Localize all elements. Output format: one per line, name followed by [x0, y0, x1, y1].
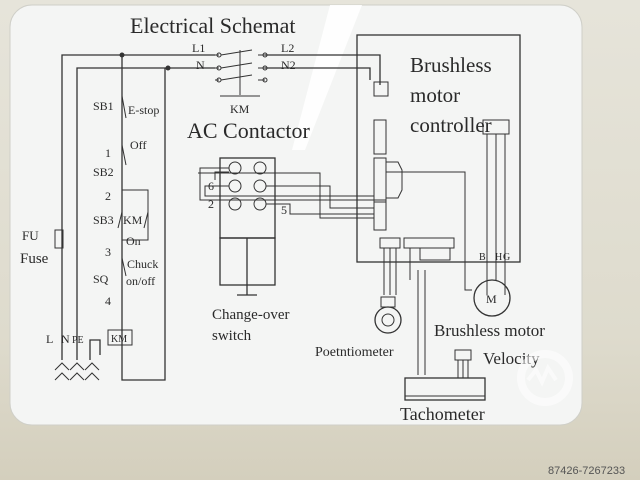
n2-label: N2 — [281, 58, 296, 72]
sb1-label: SB1 — [93, 99, 114, 113]
potentiometer-label: Poetntiometer — [315, 345, 394, 360]
n-label: N — [196, 58, 205, 72]
title: Electrical Schemat — [130, 13, 296, 38]
watermark-gear-icon — [517, 350, 573, 406]
wiring — [54, 49, 381, 381]
terminal-h: H — [495, 252, 502, 263]
controller-box — [356, 34, 521, 263]
terminal-6: 6 — [208, 179, 214, 193]
sb3-label: SB3 — [93, 213, 114, 227]
tachometer-symbol — [404, 349, 486, 401]
km-label: KM — [230, 102, 250, 116]
terminal-b: B — [479, 252, 486, 263]
km-contact-label: KM — [123, 213, 143, 227]
controller-label-2: motor — [410, 83, 460, 107]
motor-m: M — [486, 292, 497, 306]
glare — [292, 5, 362, 150]
tachometer-label: Tachometer — [400, 404, 485, 424]
chuck-label: Chuck — [127, 257, 158, 271]
motor-symbol — [473, 279, 511, 317]
controller-label-1: Brushless — [410, 53, 492, 77]
change-over-switch — [198, 157, 374, 296]
change-over-label-2: switch — [212, 328, 252, 344]
node-2: 2 — [105, 189, 111, 203]
onoff-label: on/off — [126, 274, 155, 288]
fuse-label: Fuse — [20, 251, 49, 267]
l1-label: L1 — [192, 41, 205, 55]
l-label: L — [46, 332, 53, 346]
fu-label: FU — [22, 228, 39, 243]
controller-terminals — [373, 81, 510, 375]
change-over-label-1: Change-over — [212, 307, 289, 323]
photo-id: 87426-7267233 — [548, 465, 625, 477]
estop-label: E-stop — [128, 103, 159, 117]
terminal-2: 2 — [208, 197, 214, 211]
l2-label: L2 — [281, 41, 294, 55]
potentiometer-symbol — [374, 306, 402, 334]
node-3: 3 — [105, 245, 111, 259]
off-label: Off — [130, 138, 146, 152]
label-card — [9, 4, 583, 426]
terminal-g: G — [503, 252, 510, 263]
on-label: On — [126, 234, 141, 248]
node-4: 4 — [105, 294, 111, 308]
pe-label: PE — [72, 335, 84, 346]
motor-label: Brushless motor — [434, 321, 545, 340]
controller-label-3: controller — [410, 113, 492, 137]
n-supply-label: N — [61, 332, 70, 346]
sb2-label: SB2 — [93, 165, 114, 179]
terminal-5: 5 — [281, 203, 287, 217]
node-1: 1 — [105, 146, 111, 160]
km-coil-label: KM — [111, 334, 127, 345]
ac-contactor-label: AC Contactor — [187, 118, 310, 143]
sq-label: SQ — [93, 272, 109, 286]
